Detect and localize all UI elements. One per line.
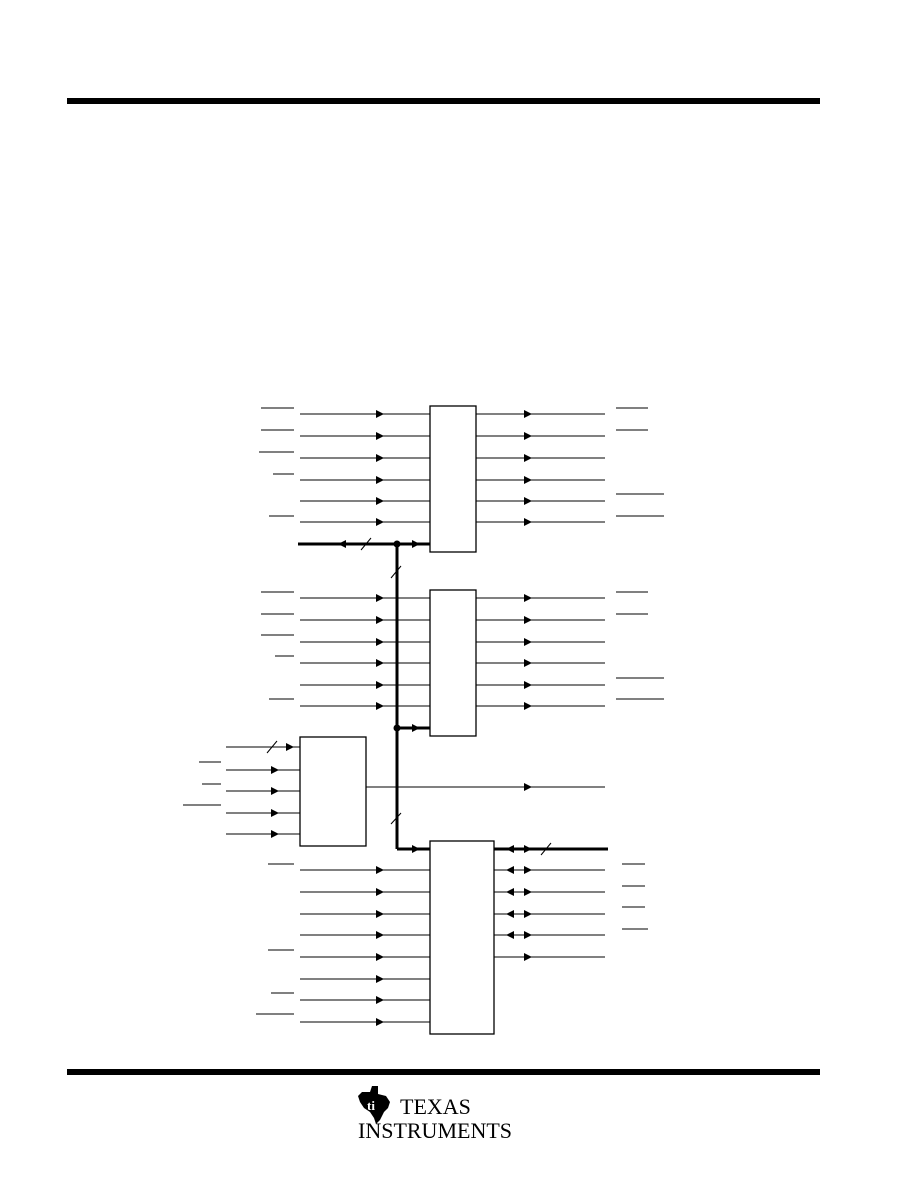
wordmark-instruments: INSTRUMENTS	[358, 1118, 512, 1142]
block-2-signal-overbars	[261, 591, 664, 700]
block-4	[429, 840, 495, 1035]
block-2-inputs	[300, 597, 430, 707]
block-4-inputs	[300, 869, 430, 1023]
block-3-inputs	[226, 740, 300, 835]
footer-rule	[67, 1069, 820, 1075]
block-2	[429, 589, 477, 737]
block-2-outputs	[476, 597, 605, 707]
block-1-signal-overbars	[259, 407, 664, 517]
wordmark-texas: TEXAS	[400, 1094, 471, 1119]
bus-slash	[390, 812, 402, 825]
block-1-inputs	[300, 413, 430, 523]
svg-text:ti: ti	[367, 1098, 375, 1113]
bus-junction	[393, 540, 401, 548]
header-rule	[67, 98, 820, 104]
block-1-outputs	[476, 413, 605, 523]
block-1	[429, 405, 477, 553]
ti-state-logo-icon: ti	[358, 1086, 390, 1124]
block-4-signal-overbars	[256, 863, 648, 1015]
bus-top	[298, 537, 430, 579]
block-3-signal-overbars	[183, 761, 221, 806]
block-3	[299, 736, 367, 847]
block-4-outputs	[494, 842, 608, 958]
texas-instruments-logo: ti TEXAS INSTRUMENTS	[358, 1086, 512, 1142]
signal-arrowheads	[271, 410, 532, 1026]
